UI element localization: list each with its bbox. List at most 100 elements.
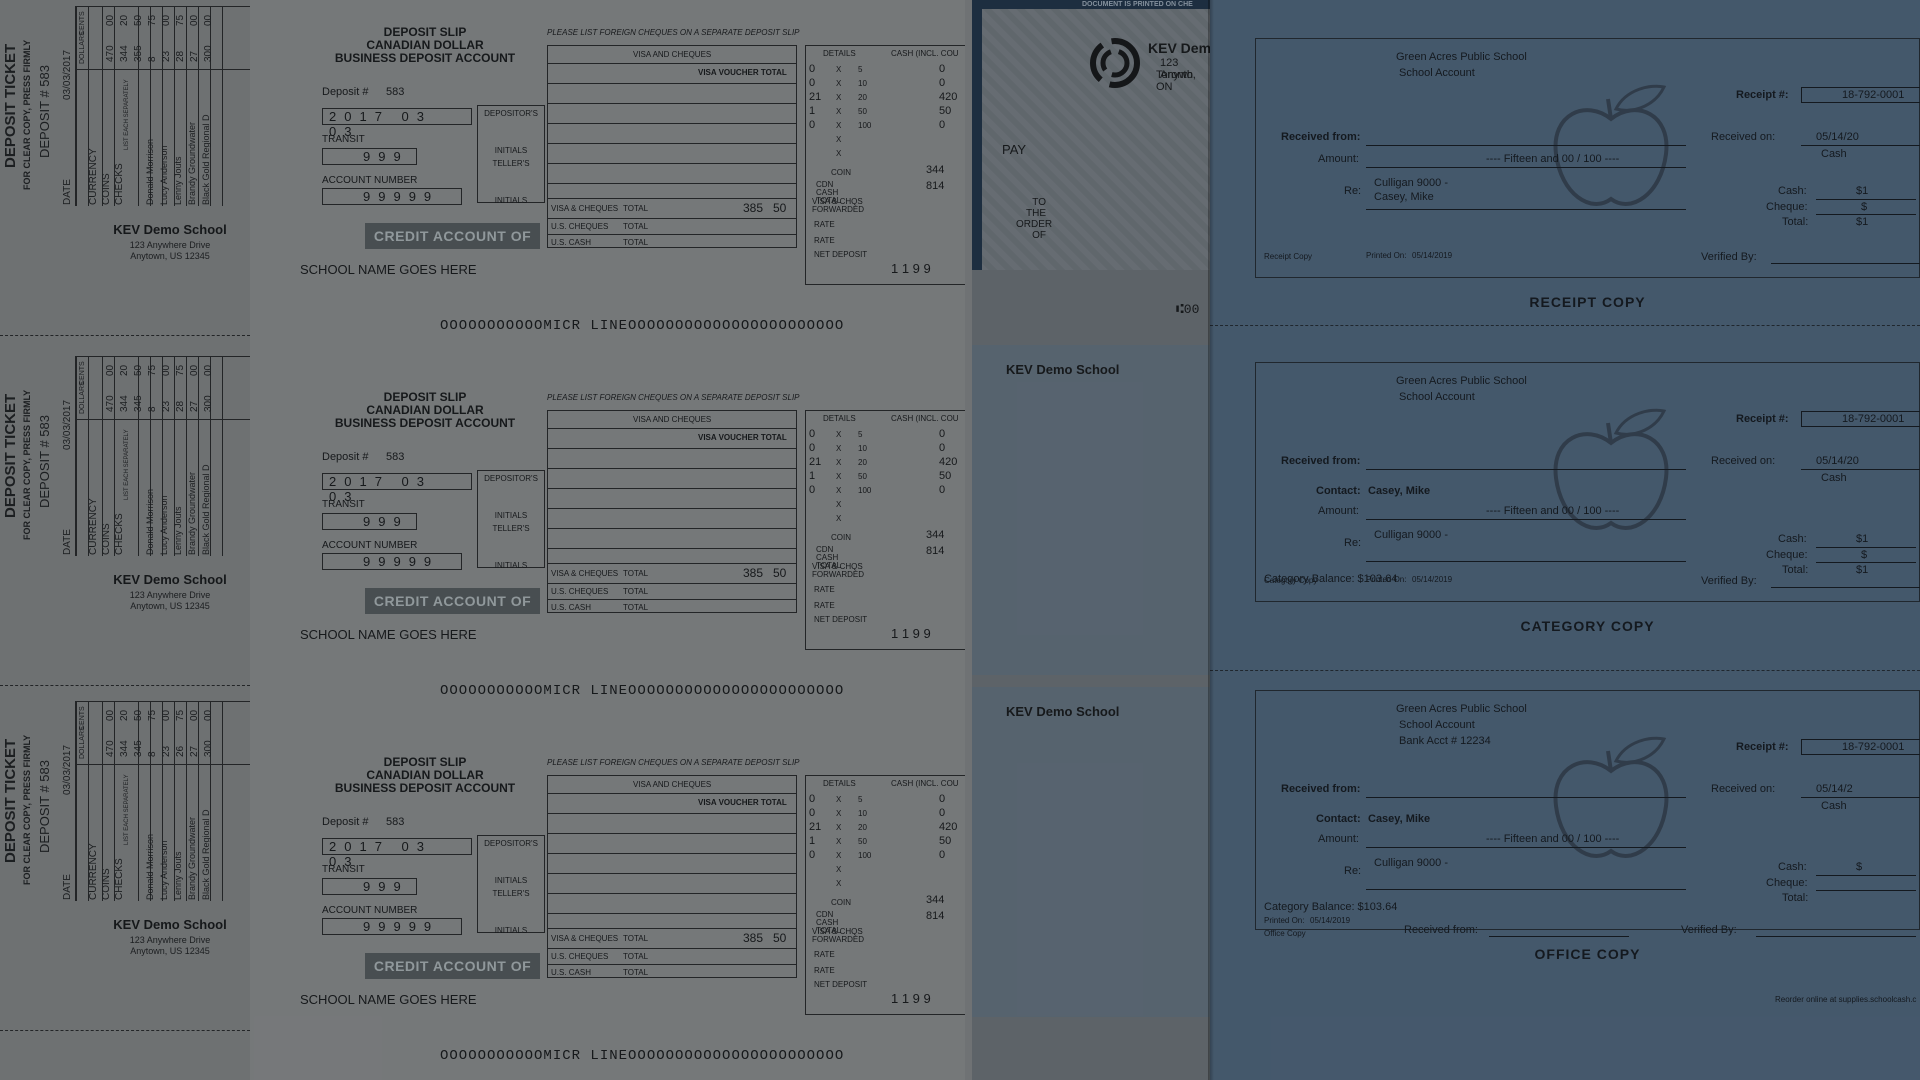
slip-detail-amount: 50: [939, 105, 952, 117]
ticket-payer-name: Donald Morrison: [145, 138, 155, 205]
ticket-payer-name: Black Gold Regional D: [201, 464, 211, 555]
ticket-address-line1: 123 Anywhere Drive: [129, 240, 211, 250]
slip-table-row: [548, 103, 796, 104]
receipt-amount-label: Amount:: [1318, 505, 1359, 517]
ticket-dollar-value: 28: [175, 50, 186, 62]
receipt-verified-label: Verified By:: [1701, 251, 1757, 263]
ticket-date-label: DATE: [62, 874, 73, 900]
receipt-received-on-date: 05/14/2: [1816, 783, 1853, 795]
ticket-grid-col: [88, 702, 89, 901]
receipt-received-on-label: Received on:: [1711, 455, 1776, 467]
ticket-dollar-value: 300: [203, 740, 214, 757]
receipt-totals-line: [1816, 547, 1916, 548]
cheque-org-addr1: 123 Anywh: [1160, 57, 1194, 81]
slip-detail-amount: 0: [939, 77, 946, 89]
ticket-cent-value: 00: [161, 364, 172, 376]
slip-initials-label: INITIALS: [494, 146, 528, 155]
slip-school-name: SCHOOL NAME GOES HERE: [300, 627, 477, 642]
ticket-dollar-value: 27: [189, 50, 200, 62]
receipt-received-from-label: Received from:: [1281, 131, 1361, 143]
receipt-copy-title: OFFICE COPY: [1534, 946, 1641, 962]
slip-detail-x: X: [836, 430, 842, 439]
ticket-grid: [75, 356, 250, 556]
ticket-press-note: FOR CLEAR COPY, PRESS FIRMLY: [22, 734, 32, 885]
cheque-order-label: TO THE ORDER OF: [1016, 197, 1053, 241]
ticket-cut-line: [0, 685, 250, 686]
slip-detail-amount: 0: [939, 849, 946, 861]
receipt-copy-title: CATEGORY COPY: [1520, 618, 1655, 634]
slip-coin-label: COIN: [831, 168, 851, 177]
slip-depositors-label: DEPOSITOR'S: [484, 839, 538, 848]
ticket-dollar-value: 470: [105, 395, 116, 412]
slip-total-value: 385: [743, 931, 764, 945]
slip-visa-cheques-total-label: VISA & CHEQUES: [551, 569, 619, 578]
receipt-footer-received-label: Received from:: [1404, 924, 1478, 936]
receipt-re-line: [1366, 209, 1686, 210]
slip-table-row: [548, 508, 796, 509]
receipt-verified-line: [1756, 936, 1916, 937]
slip-net-deposit-label: NET DEPOSIT: [814, 250, 868, 259]
cheque-org-addr2: Toronto, ON: [1156, 69, 1196, 93]
slip-detail-amount: 0: [939, 442, 946, 454]
receipt-date-line: [1801, 145, 1920, 146]
slip-deposit-number: 583: [386, 86, 405, 98]
slip-transit-boxes: 999: [322, 513, 417, 530]
ticket-cent-value: 00: [161, 14, 172, 26]
slip-rate-label-2: RATE: [814, 966, 835, 975]
slip-detail-x: X: [836, 823, 842, 832]
ticket-grid-col: [76, 702, 77, 901]
slip-detail-denom: 5: [858, 430, 863, 439]
slip-total-label: TOTAL: [623, 934, 649, 943]
slip-detail-x-extra: X: [836, 135, 842, 144]
ticket-dollars-label: DOLLARS: [79, 31, 86, 64]
slip-us-cash-label: U.S. CASH: [551, 968, 592, 977]
slip-visa-voucher-label: VISA VOUCHER TOTAL: [698, 433, 787, 442]
receipt-number: 18-792-0001: [1801, 87, 1920, 103]
receipt-amount-value: ---- Fifteen and 00 / 100 ----: [1486, 153, 1620, 165]
ticket-dollar-value: 300: [203, 45, 214, 62]
slip-detail-qty: 0: [809, 63, 816, 75]
receipt-cheque-label: Cheque:: [1766, 877, 1808, 889]
slip-table-row: [548, 873, 796, 874]
slip-coin-label: COIN: [831, 898, 851, 907]
ticket-grid-col: [210, 357, 211, 556]
ticket-school-name: KEV Demo School: [113, 917, 227, 932]
slip-rate-label-2: RATE: [814, 236, 835, 245]
credit-account-of-button: CREDIT ACCOUNT OF: [365, 223, 540, 249]
slip-initials2-label: INITIALS: [494, 196, 528, 205]
ticket-dollar-value: 8: [147, 56, 158, 62]
receipt-amount-label: Amount:: [1318, 833, 1359, 845]
slip-account-label: ACCOUNT NUMBER: [322, 905, 418, 916]
slip-total-label-3: TOTAL: [623, 238, 649, 247]
deposit-tickets-panel: DEPOSIT TICKET FOR CLEAR COPY, PRESS FIRM…: [0, 0, 250, 1080]
slip-cash-heading: CASH (INCL. COU: [891, 779, 959, 788]
slip-visa-voucher-label: VISA VOUCHER TOTAL: [698, 798, 787, 807]
ticket-checks-label: CHECKS: [114, 513, 125, 555]
receipt-received-on-label: Received on:: [1711, 783, 1776, 795]
slip-foreign-note: PLEASE LIST FOREIGN CHEQUES ON A SEPARAT…: [547, 28, 800, 37]
slip-detail-x-extra2: X: [836, 149, 842, 158]
slip-detail-qty: 1: [809, 105, 816, 117]
receipt-received-on-label: Received on:: [1711, 131, 1776, 143]
ticket-title: DEPOSIT TICKET: [2, 393, 19, 518]
slip-detail-amount: 50: [939, 470, 952, 482]
slip-detail-x-extra2: X: [836, 879, 842, 888]
receipt-re-line1: Culligan 9000 -: [1374, 529, 1448, 541]
slip-us-cheques-label: U.S. CHEQUES: [551, 587, 609, 596]
receipt-org-line2: School Account: [1399, 391, 1475, 403]
receipt-printed-label: Printed On:: [1366, 575, 1407, 584]
ticket-payer-name: Lenny Jouts: [173, 156, 183, 205]
slip-total-cents: 50: [773, 931, 787, 945]
ticket-grid-col: [174, 357, 175, 556]
receipt-cash-label: Cash:: [1778, 185, 1807, 197]
ticket-payer-name: Black Gold Regional D: [201, 809, 211, 900]
receipt-received-from-line: [1366, 469, 1686, 470]
receipt-re-line1: Culligan 9000 -: [1374, 857, 1448, 869]
